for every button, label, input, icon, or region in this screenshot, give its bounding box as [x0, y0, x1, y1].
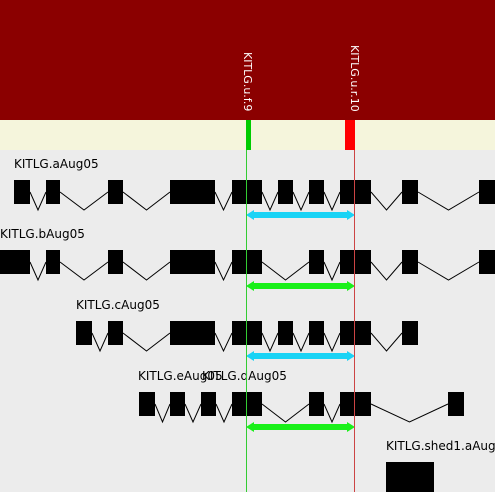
intron-line: [214, 332, 233, 353]
intron-line: [29, 191, 47, 212]
forward-primer-marker: [246, 120, 251, 150]
exon-block: [76, 321, 92, 345]
pcr-product-right-arrow: [347, 422, 355, 432]
intron-line: [215, 403, 233, 424]
pcr-product-bar: [252, 353, 348, 359]
intron-line: [59, 261, 109, 281]
exon-block: [46, 250, 60, 274]
exon-block: [46, 180, 60, 204]
exon-block: [386, 462, 434, 492]
intron-line: [292, 332, 310, 353]
exon-block: [402, 180, 418, 204]
intron-line: [417, 191, 480, 211]
intron-line: [29, 261, 47, 282]
pcr-product-right-arrow: [347, 210, 355, 220]
exon-block: [340, 392, 371, 416]
intron-line: [323, 261, 341, 282]
pcr-product-bar: [252, 424, 348, 430]
exon-block: [479, 180, 495, 204]
exon-block: [402, 321, 418, 345]
pcr-product-left-arrow: [246, 351, 254, 361]
intron-line: [370, 332, 403, 352]
intron-line: [292, 191, 310, 212]
intron-line: [370, 191, 403, 211]
intron-line: [122, 332, 171, 352]
exon-block: [340, 321, 371, 345]
exon-block: [108, 321, 123, 345]
exon-block: [14, 180, 30, 204]
intron-line: [214, 191, 233, 212]
exon-block: [108, 180, 123, 204]
intron-line: [323, 191, 341, 212]
pcr-product-left-arrow: [246, 281, 254, 291]
pcr-product-bar: [252, 283, 348, 289]
intron-line: [154, 403, 171, 424]
exon-block: [309, 392, 324, 416]
header-band: [0, 0, 495, 120]
intron-line: [261, 403, 310, 423]
exon-block: [309, 321, 324, 345]
intron-line: [261, 261, 310, 281]
pcr-product-left-arrow: [246, 210, 254, 220]
intron-line: [417, 261, 480, 281]
transcript-label-b: KITLG.bAug05: [0, 227, 85, 241]
transcript-label-a: KITLG.aAug05: [14, 157, 99, 171]
intron-line: [261, 332, 279, 353]
exon-block: [170, 392, 185, 416]
intron-line: [122, 191, 171, 211]
exon-block: [402, 250, 418, 274]
exon-block: [278, 180, 293, 204]
exon-block: [0, 250, 30, 274]
intron-line: [59, 191, 109, 211]
transcript-label-c: KITLG.cAug05: [76, 298, 160, 312]
exon-block: [170, 180, 215, 204]
intron-line: [261, 191, 279, 212]
exon-block: [309, 250, 324, 274]
exon-block: [139, 392, 155, 416]
exon-block: [448, 392, 464, 416]
exon-block: [278, 321, 293, 345]
exon-block: [340, 180, 371, 204]
exon-block: [170, 321, 215, 345]
intron-line: [370, 261, 403, 281]
exon-block: [201, 392, 216, 416]
pcr-product-right-arrow: [347, 351, 355, 361]
transcript-label-d: KITLG.dAug05: [202, 369, 287, 383]
exon-block: [108, 250, 123, 274]
transcript-label-shed1: KITLG.shed1.aAug: [386, 439, 495, 453]
intron-line: [323, 403, 341, 424]
pcr-product-bar: [252, 212, 348, 218]
exon-block: [309, 180, 324, 204]
intron-line: [184, 403, 202, 424]
pcr-product-left-arrow: [246, 422, 254, 432]
exon-block: [170, 250, 215, 274]
intron-line: [214, 261, 233, 282]
pcr-product-right-arrow: [347, 281, 355, 291]
exon-block: [340, 250, 371, 274]
transcript-label-e: KITLG.eAug05: [138, 369, 223, 383]
intron-line: [323, 332, 341, 353]
intron-line: [122, 261, 171, 281]
intron-line: [370, 403, 449, 423]
reverse-primer-marker: [345, 120, 355, 150]
intron-line: [91, 332, 109, 353]
exon-block: [479, 250, 495, 274]
